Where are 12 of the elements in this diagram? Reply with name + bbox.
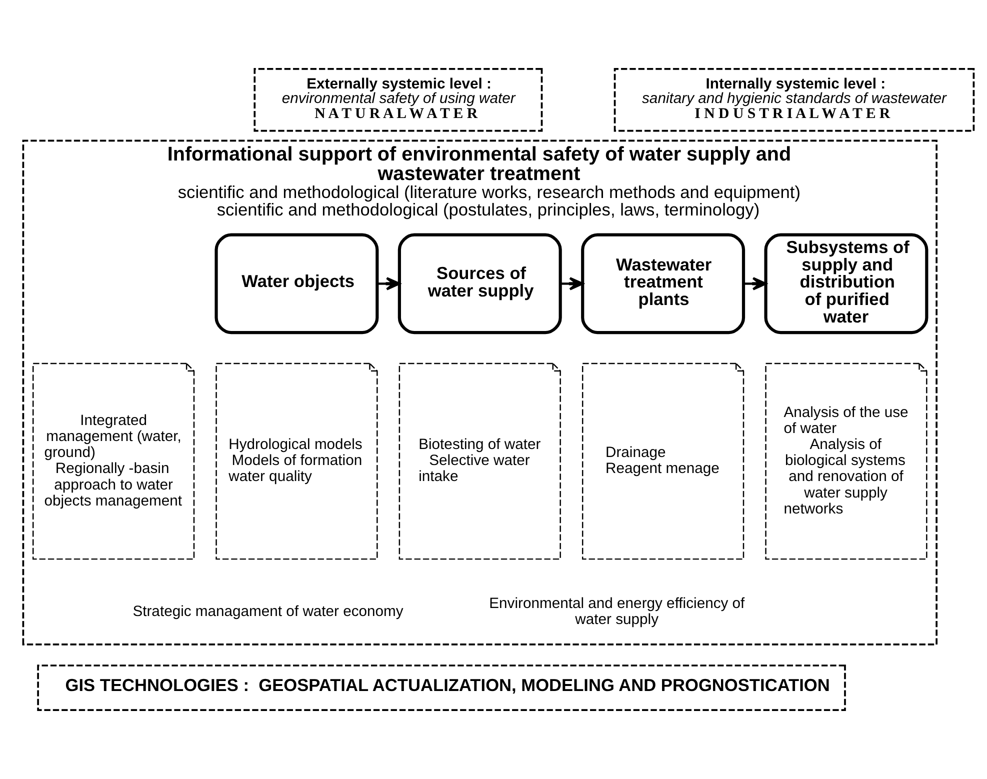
label: Strategic managament of water economy <box>132 604 404 620</box>
arrow <box>377 277 400 290</box>
node-box: Water objects <box>214 233 379 334</box>
node-box: Internally systemic level : sanitary and hygienic standards of wastewater I N D U S T R I A L W A T E R <box>614 68 975 132</box>
label: Environmental and energy efficiency of water supply <box>489 596 745 628</box>
node-box: Wastewater treatment plants <box>581 233 746 334</box>
node-box: Externally systemic level : environmental safety of using water N A T U R A L W A T E R <box>254 68 543 132</box>
arrow <box>560 277 584 290</box>
node-box: Subsystems of supply and distribution of purified water <box>764 233 928 334</box>
node-box: GIS TECHNOLOGIES : GEOSPATIAL ACTUALIZATION, MODELING AND PROGNOSTICATION <box>37 664 846 711</box>
arrow <box>744 277 767 290</box>
node-box: Sources of water supply <box>398 233 562 334</box>
